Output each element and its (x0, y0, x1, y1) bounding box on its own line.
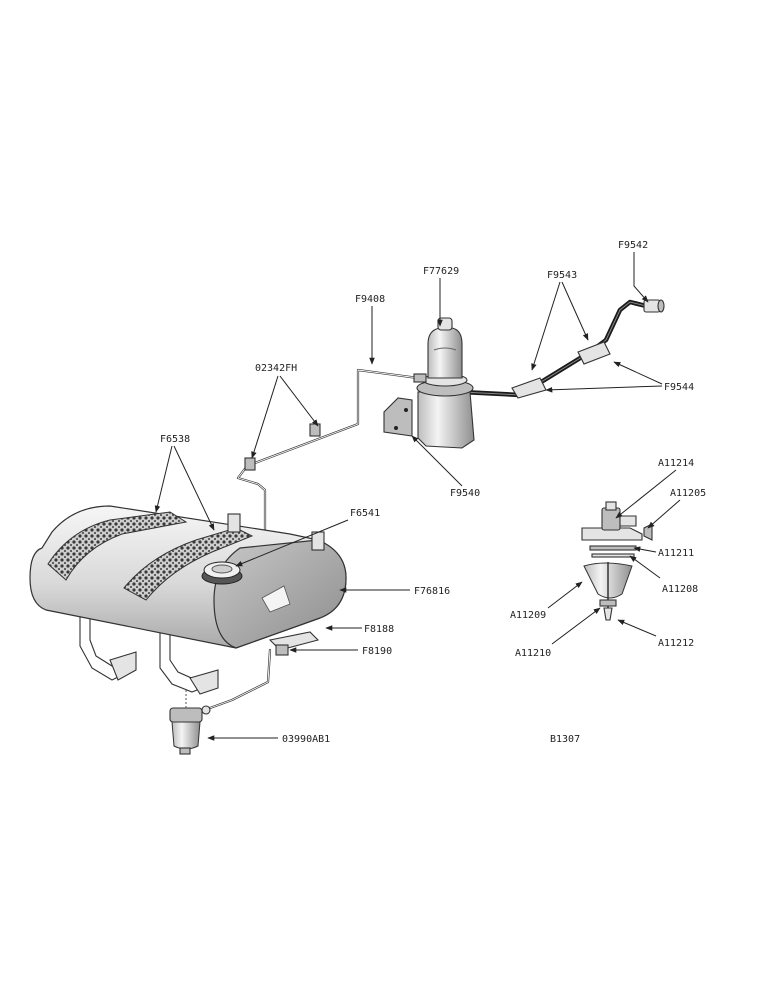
label-a11214: A11214 (658, 458, 694, 469)
label-f9543: F9543 (547, 270, 577, 281)
label-a11208: A11208 (662, 584, 698, 595)
label-a11212: A11212 (658, 638, 694, 649)
bowl-screw-a11205 (643, 523, 653, 541)
fuel-tank (29, 505, 347, 695)
bail-a11210 (599, 599, 617, 607)
label-f9540: F9540 (450, 488, 480, 499)
label-b1307: B1307 (550, 734, 580, 745)
hose-clamp (511, 377, 547, 399)
label-a11210: A11210 (515, 648, 551, 659)
label-f6538: F6538 (160, 434, 190, 445)
label-f9542: F9542 (618, 240, 648, 251)
label-f9408: F9408 (355, 294, 385, 305)
pipe-clip (309, 423, 321, 437)
fuel-pump (383, 317, 475, 449)
hose-clamp (577, 341, 611, 365)
fuel-pipe (208, 368, 420, 710)
label-f6541: F6541 (350, 508, 380, 519)
label-f76816: F76816 (414, 586, 450, 597)
sediment-bowl-03990ab1 (169, 690, 211, 755)
tank-strap (123, 527, 254, 601)
part-labels: F9542 F77629 F9543 F9408 02342FH F9544 F… (160, 240, 706, 745)
bowl-head-a11214 (581, 501, 653, 541)
label-a11205: A11205 (670, 488, 706, 499)
tank-strap (47, 511, 188, 581)
thumb-nut-a11212 (603, 607, 613, 621)
label-02342fh: 02342FH (255, 363, 297, 374)
label-f8190: F8190 (362, 646, 392, 657)
pump-bracket (383, 397, 413, 437)
sediment-bowl-exploded (581, 501, 653, 621)
filler-cap (201, 561, 243, 585)
label-a11211: A11211 (658, 548, 694, 559)
screen-a11208 (591, 553, 635, 558)
leader-lines (154, 252, 681, 741)
pipe-clip (244, 457, 256, 471)
label-f77629: F77629 (423, 266, 459, 277)
tank-hangers (79, 597, 320, 695)
label-f8188: F8188 (364, 624, 394, 635)
label-03990ab1: 03990AB1 (282, 734, 330, 745)
flexible-hose (459, 299, 665, 399)
label-f9544: F9544 (664, 382, 694, 393)
gasket-a11211 (589, 545, 637, 551)
label-a11209: A11209 (510, 610, 546, 621)
